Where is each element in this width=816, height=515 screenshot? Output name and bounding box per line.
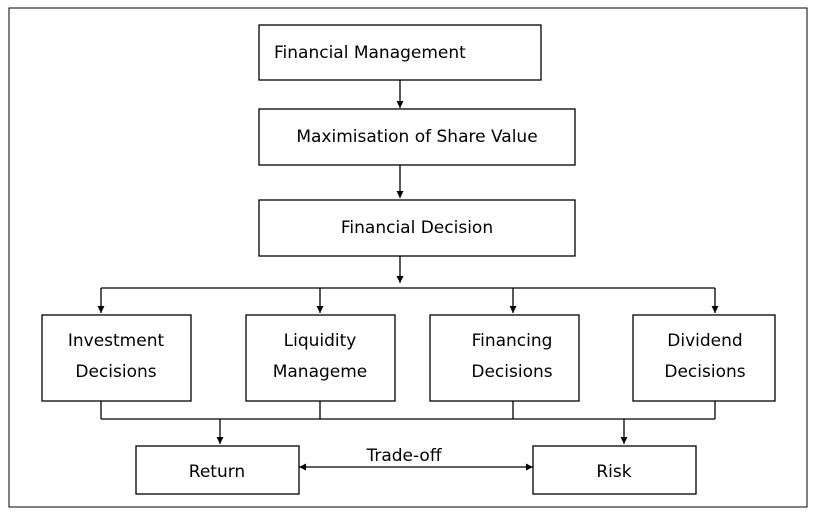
node-return-label: Return <box>189 462 245 482</box>
node-liquidity-line2: Manageme <box>273 362 368 382</box>
node-financial-management-label: Financial Management <box>274 43 466 63</box>
node-dividend <box>632 314 776 402</box>
node-liquidity-line1: Liquidity <box>284 331 357 351</box>
node-financial-decision <box>258 199 576 257</box>
node-return <box>135 445 300 495</box>
node-investment-line1: Investment <box>68 331 165 351</box>
node-dividend-line2: Decisions <box>664 362 745 382</box>
node-financing <box>429 314 580 402</box>
node-financial-management <box>258 24 542 81</box>
tradeoff-label: Trade-off <box>365 446 442 466</box>
node-risk-label: Risk <box>596 462 631 482</box>
node-investment <box>41 314 192 402</box>
node-liquidity <box>245 314 396 402</box>
node-financing-line2: Decisions <box>471 362 552 382</box>
node-dividend-line1: Dividend <box>667 331 742 351</box>
node-financing-line1: Financing <box>472 331 553 351</box>
node-financial-decision-label: Financial Decision <box>341 218 493 238</box>
node-risk <box>532 445 697 495</box>
node-maximisation <box>258 108 576 166</box>
node-investment-line2: Decisions <box>75 362 156 382</box>
outer-frame <box>8 7 808 508</box>
node-maximisation-label: Maximisation of Share Value <box>296 127 537 147</box>
